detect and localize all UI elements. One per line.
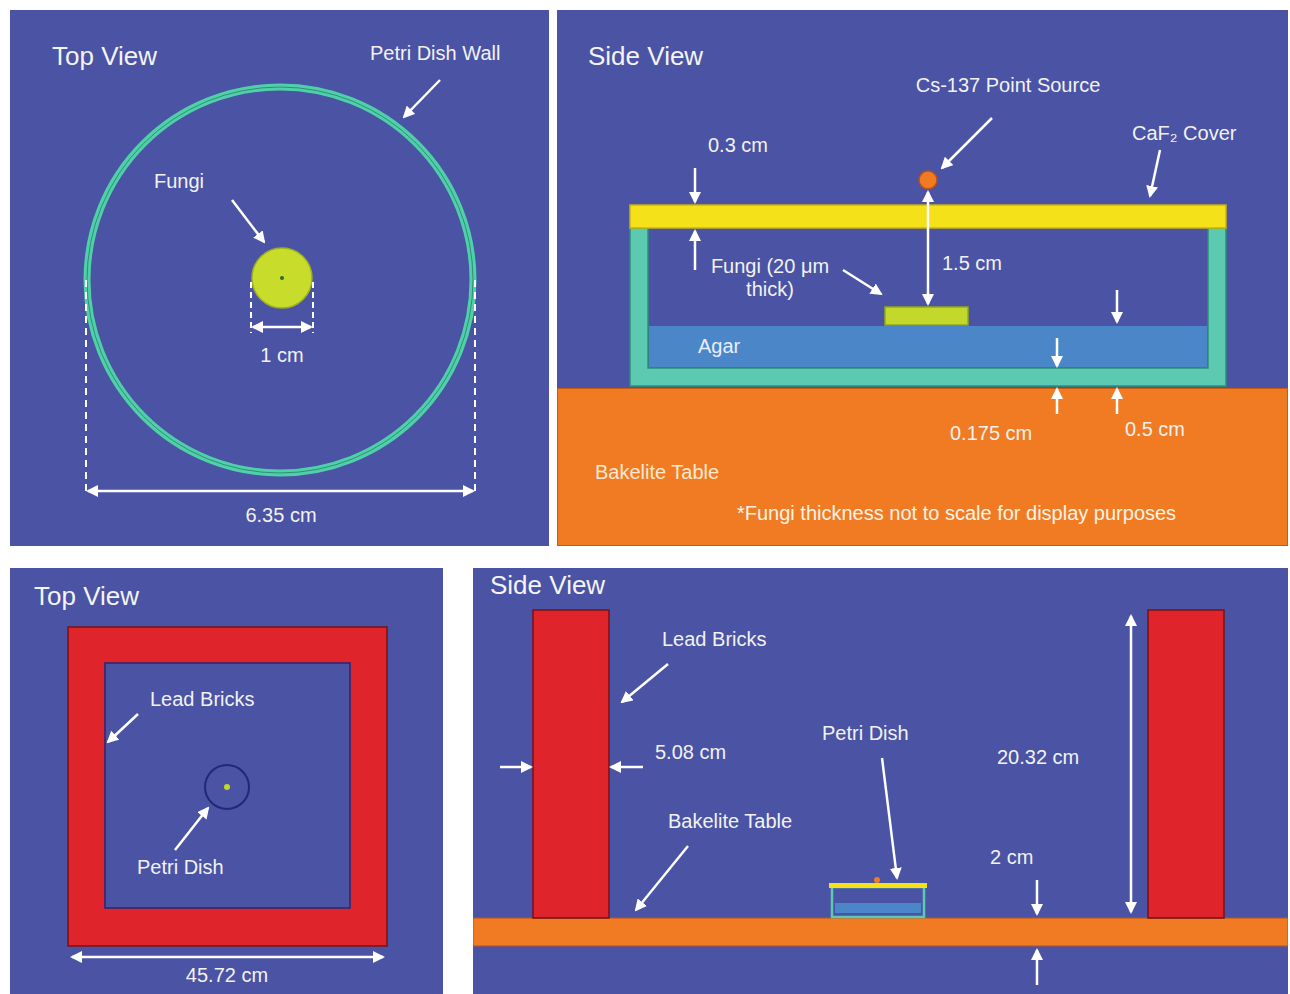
agar-layer: Agar (648, 325, 1208, 368)
view-heading: Top View (52, 42, 157, 72)
drawing-part (473, 918, 1288, 946)
drawing-part (85, 280, 87, 492)
drawing-part (224, 784, 230, 790)
drawing-part (312, 282, 314, 333)
view-panel: Top View Lead BricksPetri Dish 45.72 cm (10, 568, 443, 994)
dimension-label: 0.5 cm (1125, 418, 1185, 441)
drawing-part (1036, 950, 1039, 985)
drawing-part (253, 326, 311, 329)
dimension-label: 0.175 cm (950, 422, 1032, 445)
dimension-label: 2 cm (990, 846, 1033, 869)
drawing-part (500, 766, 531, 769)
dimension-label: 20.32 cm (997, 746, 1079, 769)
view-panel: Top View Petri Dish WallFungi 1 cm 6.35 cm (10, 10, 549, 546)
drawing-part (843, 270, 881, 294)
drawing-part (1056, 389, 1059, 414)
drawing-part (88, 490, 473, 493)
drawing-part (232, 200, 264, 242)
drawing-part (1056, 338, 1059, 366)
leader-label: Fungi (20 μm thick) (690, 255, 850, 301)
drawing-part (927, 192, 930, 304)
view-panel: Side ViewAgarBakelite Table *Fungi thickn… (557, 10, 1288, 546)
leader-label: Cs-137 Point Source (916, 74, 1101, 97)
view-heading: Side View (588, 42, 703, 72)
view-heading: Side View (490, 571, 605, 601)
layer-label: Agar (698, 335, 740, 358)
dimension-label: 0.3 cm (708, 134, 768, 157)
drawing-part (919, 171, 937, 189)
drawing-part (1130, 616, 1133, 912)
drawing-part (829, 883, 927, 888)
view-panel: Side View Lead Bricks 5.08 cm Petri DishBa… (473, 568, 1288, 994)
drawing-part (832, 887, 924, 917)
drawing-part (250, 282, 252, 333)
drawing-part (1036, 880, 1039, 914)
dimension-label: 6.35 cm (245, 504, 316, 527)
layer-label: Bakelite Table (595, 461, 719, 484)
drawing-part (87, 87, 473, 473)
drawing-part (175, 808, 208, 850)
drawing-part (474, 280, 476, 492)
drawing-part (885, 307, 968, 325)
drawing-part (205, 765, 249, 809)
drawing-part (72, 956, 383, 959)
drawing-part (280, 276, 284, 280)
dimension-label: 1 cm (260, 344, 303, 367)
drawing-part (1150, 150, 1160, 196)
dimension-label: 5.08 cm (655, 741, 726, 764)
drawing-part (404, 80, 440, 117)
drawing-part (636, 846, 688, 910)
view-heading: Top View (34, 582, 139, 612)
leader-label: Lead Bricks (662, 628, 767, 651)
drawing-part (874, 877, 880, 883)
drawing-part (835, 903, 921, 913)
leader-label: Lead Bricks (150, 688, 255, 711)
drawing-part (882, 758, 897, 878)
leader-label: Petri Dish Wall (370, 42, 500, 65)
drawing-part (694, 231, 697, 270)
leader-label: Petri Dish (137, 856, 224, 879)
leader-label: Petri Dish (822, 722, 909, 745)
drawing-part (622, 664, 668, 702)
leader-label: Fungi (154, 170, 204, 193)
drawing-part (1148, 610, 1224, 918)
drawing-part (252, 248, 312, 308)
drawing-part (68, 627, 387, 946)
dimension-label: 1.5 cm (942, 252, 1002, 275)
drawing-part (1116, 290, 1119, 322)
leader-label: CaF₂ Cover (1132, 122, 1236, 145)
drawing-part (87, 87, 473, 473)
drawing-part (611, 766, 643, 769)
dimension-label: 45.72 cm (186, 964, 268, 987)
drawing-part (694, 168, 697, 202)
top-view-drawing (10, 10, 549, 546)
drawing-part (108, 714, 138, 742)
drawing-part (105, 663, 350, 908)
note-text: *Fungi thickness not to scale for displa… (737, 502, 1176, 525)
leader-label: Bakelite Table (668, 810, 792, 833)
shield-side-view-drawing (473, 568, 1288, 994)
bakelite-table: Bakelite Table *Fungi thickness not to sc… (557, 388, 1288, 546)
drawing-part (533, 610, 609, 918)
drawing-part (942, 118, 992, 168)
drawing-part (1116, 389, 1119, 414)
shield-top-view-drawing (10, 568, 443, 994)
